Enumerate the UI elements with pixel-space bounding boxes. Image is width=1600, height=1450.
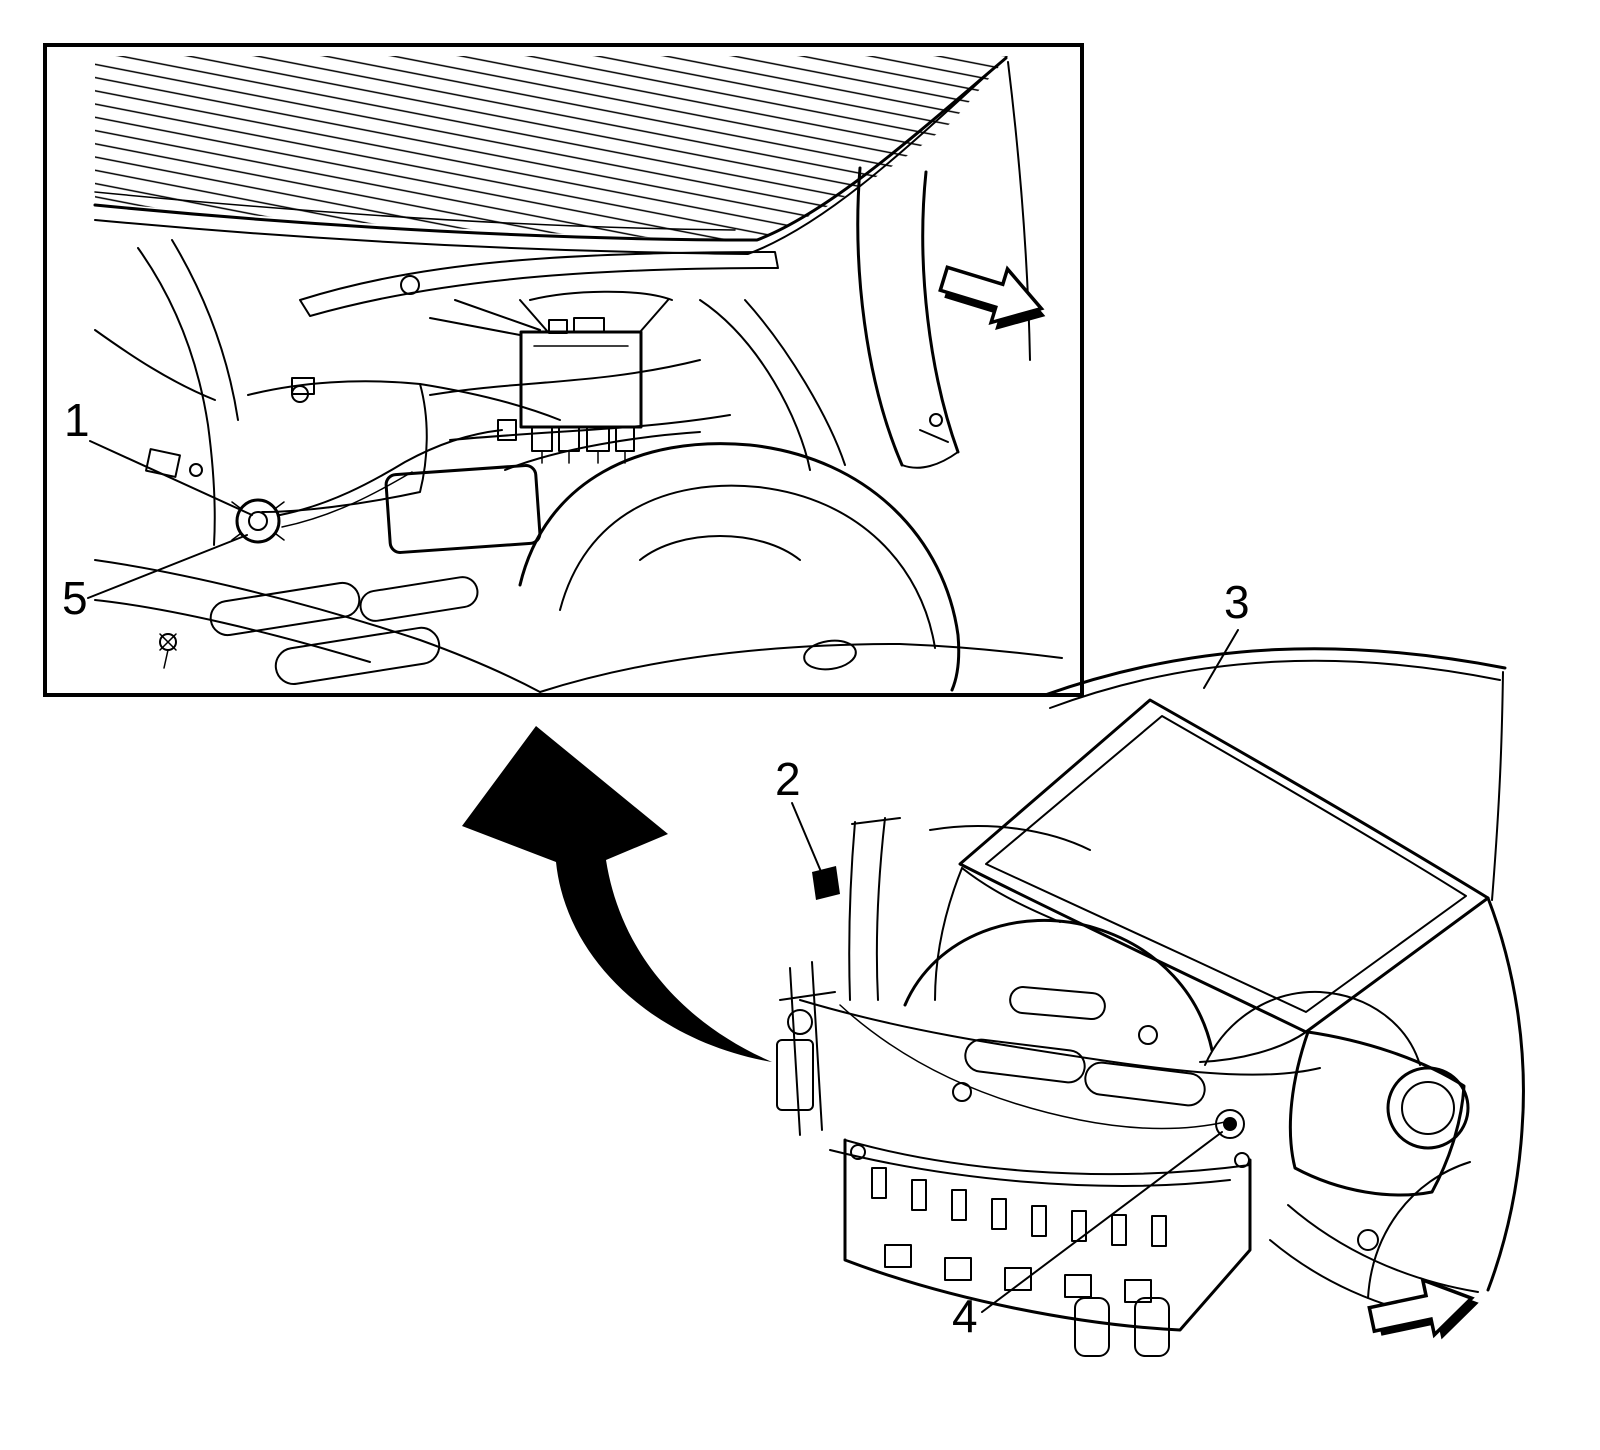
- roof-hatching: [95, 56, 1008, 240]
- trunk-floor-inset: [94, 559, 1063, 693]
- callout-4-label: 4: [952, 1290, 978, 1342]
- callout-3-leader: [1203, 629, 1239, 689]
- c-pillar: [699, 61, 1031, 471]
- callout-5-label: 5: [62, 572, 88, 624]
- left-body-structure: [776, 817, 1091, 1136]
- right-quarter-panel: [1269, 896, 1525, 1319]
- roof-line: [1043, 647, 1507, 901]
- callout-1-leader: [89, 440, 253, 516]
- trunk-floor-pan: [799, 867, 1421, 1187]
- callout-1-label: 1: [64, 394, 90, 446]
- antenna-module: [519, 290, 673, 464]
- callout-4-leader: [981, 1131, 1223, 1313]
- view-direction-arrow-inset: [938, 265, 1046, 331]
- callout-3-label: 3: [1224, 576, 1250, 628]
- callout-2: 2: [775, 753, 823, 875]
- rear-body-view: 2 3 4: [775, 576, 1525, 1357]
- callout-2-part: [812, 866, 840, 900]
- inset-border: [43, 43, 1084, 697]
- callout-2-leader: [791, 802, 823, 875]
- callout-4-bolt: [1215, 1109, 1245, 1139]
- wheelhouse: [518, 442, 961, 692]
- callout-4: 4: [952, 1131, 1223, 1342]
- inset-detail-view: 1 5: [43, 43, 1084, 697]
- antenna-cable: [279, 419, 517, 528]
- callout-3: 3: [1203, 576, 1250, 689]
- antenna-grommet: [231, 498, 285, 544]
- view-direction-arrow-main: [1367, 1277, 1479, 1340]
- rear-window-glass: [958, 698, 1490, 1034]
- callout-1: 1: [64, 394, 253, 516]
- rear-end-panel: [843, 1138, 1252, 1357]
- left-quarter-structure: [94, 239, 561, 546]
- callout-5: 5: [62, 534, 248, 624]
- trim-panel-plate: [384, 464, 542, 554]
- zoom-direction-arrow: [462, 726, 772, 1062]
- callout-5-leader: [87, 534, 248, 599]
- callout-2-label: 2: [775, 753, 801, 805]
- package-shelf-trim: [299, 251, 779, 471]
